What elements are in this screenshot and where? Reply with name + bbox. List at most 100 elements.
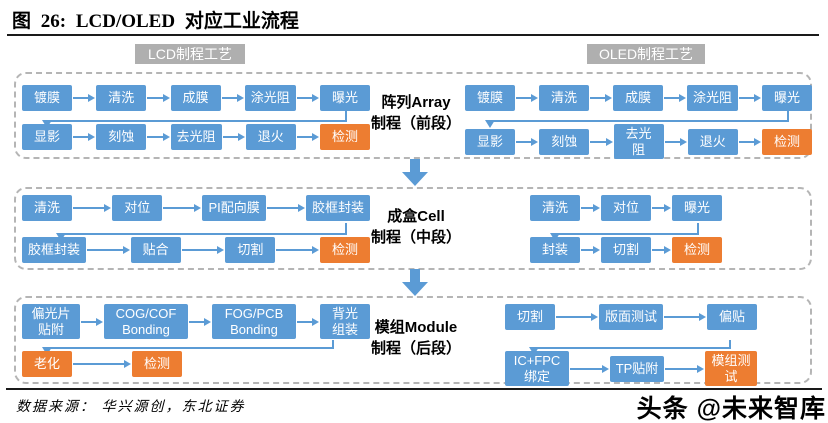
arrow-right-icon [181,246,224,254]
process-box: 清洗 [96,85,147,111]
process-box: 切割 [225,237,276,263]
process-box: 涂光阻 [687,85,739,111]
arrow-right-icon [739,94,762,102]
arrow-right-icon [221,94,245,102]
inspect-box: 检测 [672,237,722,263]
arrow-right-icon [266,204,306,212]
stage-label-line2: 制程（前段） [370,115,461,132]
elbow-connector [42,111,347,128]
process-box: 成膜 [613,85,663,111]
cell-section: 清洗 对位 PI配向膜 胶框封装 胶框封装 贴合 切割 检测 清洗 对位 曝光 … [14,187,812,270]
down-arrow-icon [402,269,428,296]
process-box: 背光组装 [320,304,370,340]
elbow-connector [56,223,347,241]
arrow-right-icon [296,133,320,141]
arrow-right-icon [163,204,202,212]
process-box: 镀膜 [465,85,515,111]
arrow-right-icon [664,94,686,102]
flow-row: 切割 版面测试 偏贴 [505,304,758,330]
process-box: 版面测试 [599,304,664,330]
process-box: 偏贴 [707,304,758,330]
arrow-right-icon [664,313,707,321]
elbow-connector [550,223,699,241]
process-box: 退火 [245,124,296,150]
process-box: 镀膜 [22,85,72,111]
stage-label-module: 模组Module 制程（后段） [350,317,482,359]
arrow-right-icon [189,317,211,326]
lcd-array-flow: 镀膜 清洗 成膜 涂光阻 曝光 显影 刻蚀 去光阻 退火 检测 [22,74,371,157]
title-divider [7,34,819,36]
inspect-box: 检测 [132,351,182,377]
arrow-right-icon [516,137,539,146]
arrow-right-icon [652,246,671,254]
process-box: 切割 [601,237,651,263]
arrow-right-icon [590,137,613,146]
process-box: 清洗 [530,195,580,221]
flow-row: 偏光片贴附 COG/COF Bonding FOG/PCB Bonding 背光… [22,304,370,340]
arrow-right-icon [81,317,103,326]
process-box: 刻蚀 [96,124,147,150]
inspect-box: 检测 [320,124,371,150]
process-box: 贴合 [130,237,181,263]
oled-cell-flow: 清洗 对位 曝光 封装 切割 检测 [530,189,722,268]
arrow-right-icon [73,360,131,368]
process-box: 清洗 [22,195,72,221]
process-box: FOG/PCB Bonding [212,304,296,340]
stage-label-line1: 成盒Cell [387,208,445,225]
process-box: 显影 [465,128,515,155]
stage-label-line1: 模组Module [374,319,458,336]
flow-row: 显影 刻蚀 去光阻 退火 检测 [465,124,812,160]
watermark-text: 头条 @未来智库 [636,395,826,423]
arrow-right-icon [570,364,609,373]
process-box: 胶框封装 [306,195,371,221]
down-arrow-icon [402,159,428,186]
process-box: 清洗 [539,85,589,111]
process-box: COG/COF Bonding [104,304,188,340]
process-box: 去光阻 [170,124,222,150]
flow-row: 胶框封装 贴合 切割 检测 [22,237,370,263]
elbow-connector [529,340,731,355]
stage-label-array: 阵列Array 制程（前段） [350,92,482,134]
process-box: 刻蚀 [539,128,590,155]
stage-label-line2: 制程（中段） [370,229,461,246]
arrow-right-icon [664,137,688,146]
arrow-right-icon [581,204,600,212]
process-box: 显影 [22,124,72,150]
arrow-right-icon [222,133,246,141]
arrow-right-icon [73,133,96,141]
process-box: PI配向膜 [202,195,266,221]
process-box: 曝光 [672,195,722,221]
process-box: 退火 [687,128,738,155]
flow-row: 镀膜 清洗 成膜 涂光阻 曝光 [465,85,813,111]
process-box: TP贴附 [609,355,665,382]
elbow-connector [485,111,789,128]
footer-divider [6,388,822,390]
flow-row: 显影 刻蚀 去光阻 退火 检测 [22,124,371,150]
flow-row: 封装 切割 检测 [530,237,722,263]
flow-row: 镀膜 清洗 成膜 涂光阻 曝光 [22,85,371,111]
process-box: 胶框封装 [22,237,87,263]
arrow-right-icon [556,313,598,321]
arrow-right-icon [87,246,130,254]
arrow-right-icon [276,246,319,254]
oled-module-flow: 切割 版面测试 偏贴 IC+FPC绑定 TP贴附 模组测试 [505,298,758,387]
inspect-box: 老化 [22,351,72,377]
flow-row: 清洗 对位 曝光 [530,195,722,221]
process-box: 封装 [530,237,580,263]
arrow-right-icon [738,137,762,146]
stage-label-line2: 制程（后段） [370,340,461,357]
process-box: 去光阻 [613,124,664,160]
flow-row: 清洗 对位 PI配向膜 胶框封装 [22,195,371,221]
figure-title: 图 26: LCD/OLED 对应工业流程 [12,11,299,32]
flow-row: IC+FPC绑定 TP贴附 模组测试 [505,351,757,387]
arrow-right-icon [516,94,538,102]
arrow-right-icon [73,204,112,212]
flow-row: 老化 检测 [22,351,370,377]
process-box: 切割 [505,304,555,330]
process-box: 成膜 [170,85,221,111]
process-box: 曝光 [762,85,813,111]
inspect-box: 模组测试 [705,351,757,387]
arrow-right-icon [297,317,319,326]
process-box: IC+FPC绑定 [505,351,569,387]
